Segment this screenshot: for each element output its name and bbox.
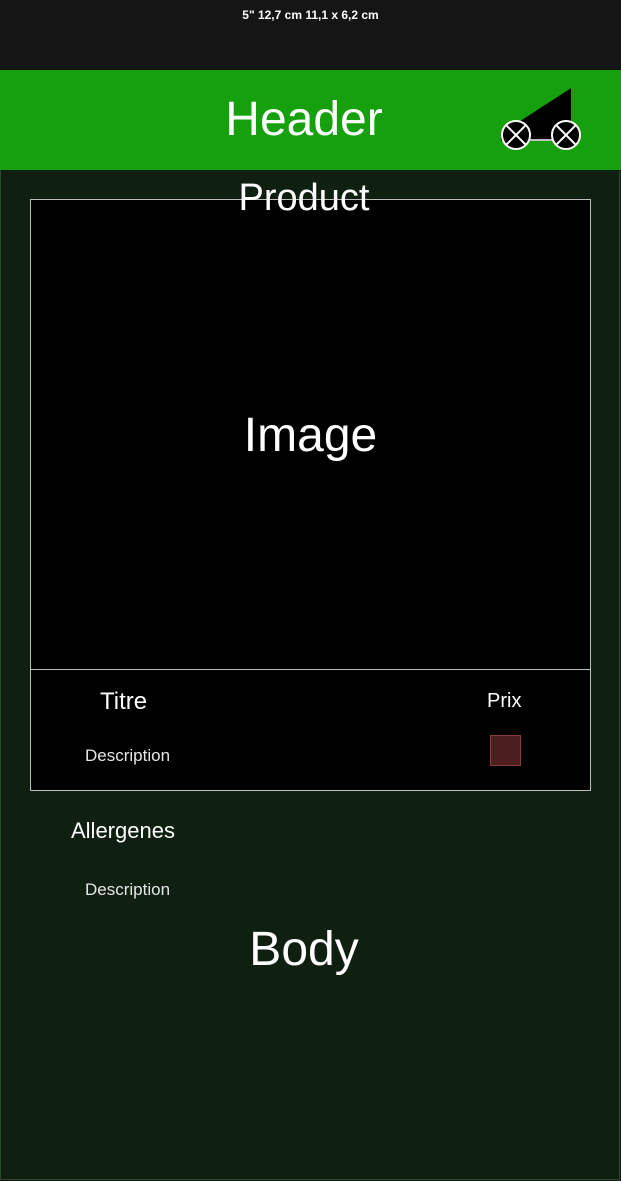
header-bar: Header: [0, 70, 621, 170]
product-image[interactable]: Image: [30, 199, 591, 670]
product-description: Description: [85, 746, 171, 765]
product-image-label: Image: [243, 409, 378, 462]
body-label: Body: [249, 923, 359, 976]
allergens-description: Description: [85, 880, 171, 899]
product-section-label: Product: [238, 177, 370, 219]
product-info-card: Titre Prix Description: [30, 669, 591, 791]
device-top-bar: 5" 12,7 cm 11,1 x 6,2 cm: [0, 0, 621, 70]
product-price: Prix: [487, 690, 522, 712]
header-title: Header: [225, 93, 383, 146]
add-to-cart-button[interactable]: [490, 735, 521, 766]
device-dimensions-label: 5" 12,7 cm 11,1 x 6,2 cm: [242, 8, 379, 22]
allergens-label: Allergenes: [71, 818, 175, 843]
product-title: Titre: [100, 688, 148, 715]
cart-icon[interactable]: [498, 88, 584, 152]
